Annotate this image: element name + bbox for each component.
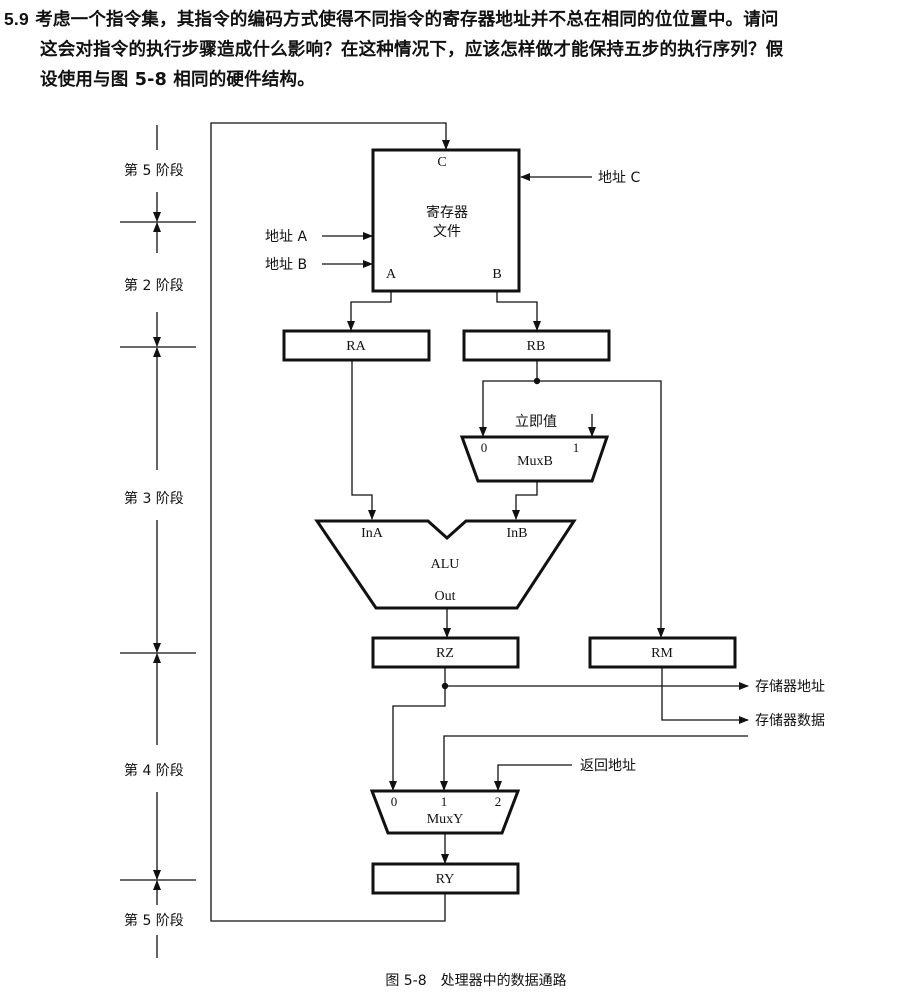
ra-label: RA <box>346 339 366 354</box>
question-number: 5.9 <box>4 9 29 29</box>
rm-label: RM <box>651 646 673 661</box>
muxy-block <box>369 789 521 835</box>
question-line-3: 设使用与图 5-8 相同的硬件结构。 <box>40 70 315 90</box>
memory-data-arrow <box>661 667 749 724</box>
stage-label-5-bottom: 第 5 阶段 <box>124 912 184 929</box>
writeback-path <box>210 122 450 922</box>
question-line-1: 考虑一个指令集，其指令的编码方式使得不同指令的寄存器地址并不总在相同的位位置中。… <box>35 10 779 30</box>
stage-label-3: 第 3 阶段 <box>124 490 184 507</box>
stage-label-4: 第 4 阶段 <box>124 762 184 779</box>
stage-label-2: 第 2 阶段 <box>124 277 184 294</box>
addr-c-label: 地址 C <box>598 170 640 186</box>
alu-out: Out <box>435 589 456 604</box>
question-text: 5.9 考虑一个指令集，其指令的编码方式使得不同指令的寄存器地址并不总在相同的位… <box>4 4 904 95</box>
register-file-title-2: 文件 <box>433 224 461 240</box>
alu-block <box>314 519 577 610</box>
addr-b-label: 地址 B <box>265 257 307 273</box>
memory-data-label: 存储器数据 <box>755 713 825 729</box>
alu-label: ALU <box>431 557 460 572</box>
stage-label-5-top: 第 5 阶段 <box>124 162 184 179</box>
muxy-in1: 1 <box>441 794 448 809</box>
register-file-port-c: C <box>437 155 446 170</box>
stage-boundaries <box>120 125 196 958</box>
ry-label: RY <box>436 872 455 887</box>
muxb-block <box>459 435 610 483</box>
register-file-port-b: B <box>492 267 501 282</box>
return-address-label: 返回地址 <box>580 758 636 774</box>
register-file-title-1: 寄存器 <box>426 204 468 221</box>
rz-register <box>371 636 520 669</box>
muxb-immediate-label: 立即值 <box>515 414 557 430</box>
muxy-in2: 2 <box>495 794 502 809</box>
muxb-label: MuxB <box>517 454 553 469</box>
ry-register <box>371 862 520 895</box>
ra-register <box>282 329 431 362</box>
register-file-block <box>371 148 521 293</box>
muxb-in0: 0 <box>481 440 488 455</box>
question-line-2: 这会对指令的执行步骤造成什么影响？在这种情况下，应该怎样做才能保持五步的执行序列… <box>40 40 784 60</box>
alu-in-b: InB <box>507 526 528 541</box>
rz-label: RZ <box>436 646 454 661</box>
addr-a-label: 地址 A <box>265 229 307 245</box>
muxb-in1: 1 <box>573 440 580 455</box>
muxy-label: MuxY <box>427 812 464 827</box>
rb-label: RB <box>527 339 546 354</box>
alu-in-a: InA <box>361 526 384 541</box>
figure-caption: 图 5-8 处理器中的数据通路 <box>385 973 566 989</box>
muxy-in0: 0 <box>391 794 398 809</box>
memory-address-label: 存储器地址 <box>755 679 825 695</box>
register-file-port-a: A <box>386 267 397 282</box>
